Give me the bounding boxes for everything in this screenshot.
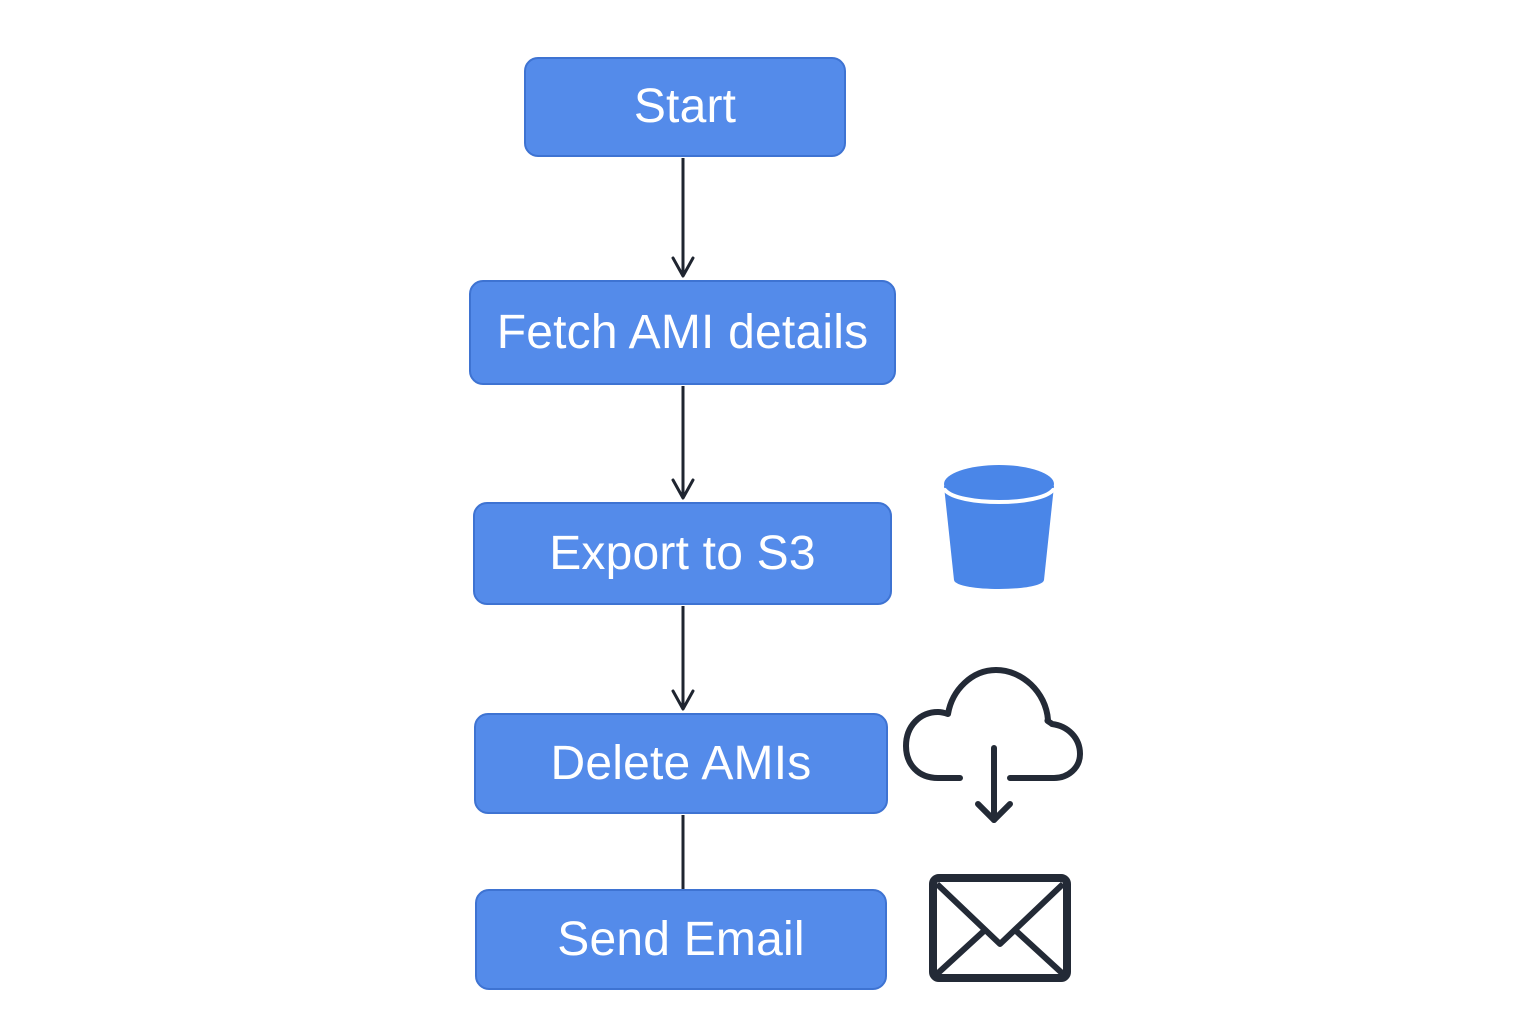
step-delete-amis[interactable]: Delete AMIs xyxy=(474,713,888,814)
envelope-icon xyxy=(929,874,1071,982)
step-start[interactable]: Start xyxy=(524,57,846,157)
step-send-email[interactable]: Send Email xyxy=(475,889,887,990)
step-fetch-ami-details-label: Fetch AMI details xyxy=(496,305,869,359)
step-export-to-s3[interactable]: Export to S3 xyxy=(473,502,892,605)
step-fetch-ami-details[interactable]: Fetch AMI details xyxy=(469,280,896,385)
cloud-download-icon xyxy=(903,667,1083,823)
connector-fetch-to-export xyxy=(671,386,695,500)
step-delete-amis-label: Delete AMIs xyxy=(550,736,812,790)
bucket-icon xyxy=(943,465,1055,589)
connector-start-to-fetch xyxy=(671,158,695,278)
step-export-to-s3-label: Export to S3 xyxy=(549,526,816,580)
step-send-email-label: Send Email xyxy=(557,912,805,966)
connector-export-to-delete xyxy=(671,606,695,711)
step-start-label: Start xyxy=(633,80,737,133)
